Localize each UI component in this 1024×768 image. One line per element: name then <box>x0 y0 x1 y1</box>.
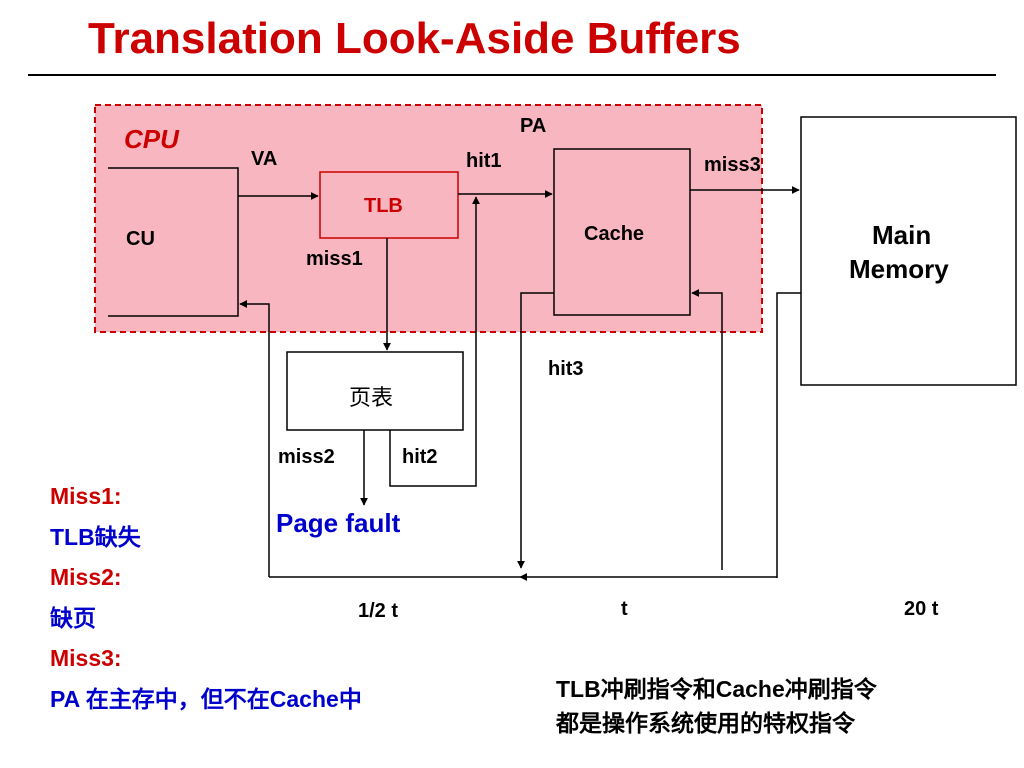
title-rule <box>28 74 996 76</box>
hit1-label: hit1 <box>466 150 502 172</box>
tlb-box <box>319 171 459 239</box>
flush-note-line2: 都是操作系统使用的特权指令 <box>556 710 855 736</box>
page-table-box <box>286 351 464 431</box>
note-miss1-desc: TLB缺失 <box>50 523 141 550</box>
time-half-label: 1/2 t <box>358 600 399 622</box>
note-miss3-title: Miss3: <box>50 645 122 671</box>
hit2-arrow <box>389 196 480 487</box>
flush-instruction-note: TLB冲刷指令和Cache冲刷指令 都是操作系统使用的特权指令 <box>556 672 877 740</box>
flush-note-line1: TLB冲刷指令和Cache冲刷指令 <box>556 676 877 702</box>
page-table-label: 页表 <box>349 385 394 410</box>
memory-to-cache-arrow <box>691 289 723 570</box>
tlb-label: TLB <box>364 195 403 217</box>
note-miss1-title: Miss1: <box>50 483 122 509</box>
cache-label: Cache <box>584 223 645 245</box>
main-memory-label-1: Main <box>872 220 932 250</box>
miss3-label: miss3 <box>704 154 761 176</box>
hit3-arrow <box>517 292 554 569</box>
page-title: Translation Look-Aside Buffers <box>88 14 741 63</box>
pa-label: PA <box>520 115 547 137</box>
cpu-label: CPU <box>124 124 179 154</box>
return-to-cu-arrow <box>239 300 270 577</box>
hit2-label: hit2 <box>402 446 438 468</box>
time-20-label: 20 t <box>904 598 939 620</box>
cu-label: CU <box>126 228 155 250</box>
cache-box <box>553 148 691 316</box>
note-miss3-desc: PA 在主存中，但不在Cache中 <box>50 685 362 712</box>
miss-notes: Miss1: TLB缺失 Miss2: 缺页 Miss3: PA 在主存中，但不… <box>50 476 362 719</box>
miss1-label: miss1 <box>306 248 363 270</box>
memory-return-line <box>776 292 801 578</box>
hit3-label: hit3 <box>548 358 584 380</box>
time-t-label: t <box>621 598 628 620</box>
page-fault-label: Page fault <box>276 508 401 538</box>
main-memory-box <box>800 116 1017 386</box>
miss2-label: miss2 <box>278 446 335 468</box>
note-miss2-desc: 缺页 <box>50 604 96 631</box>
va-label: VA <box>251 148 278 170</box>
cu-box <box>108 167 239 317</box>
note-miss2-title: Miss2: <box>50 564 122 590</box>
main-memory-label-2: Memory <box>849 254 949 284</box>
